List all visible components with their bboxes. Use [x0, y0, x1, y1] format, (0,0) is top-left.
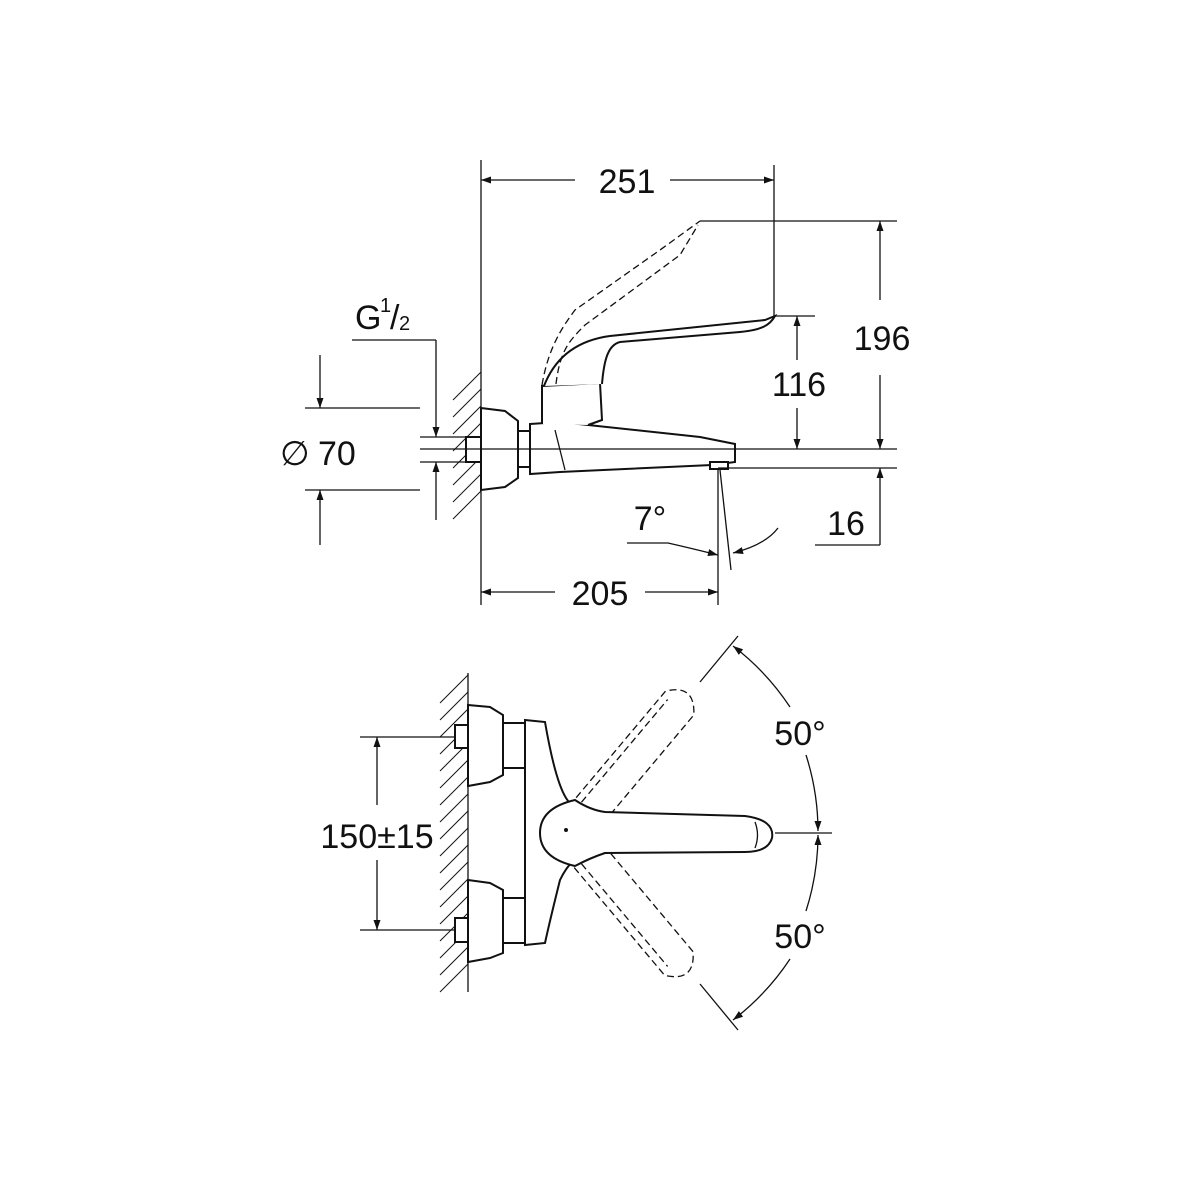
diameter-symbol: ∅: [280, 435, 310, 473]
hatch-line: [439, 895, 469, 925]
side-view: 251 196 116 16 7° 205 G 1 / 2: [280, 160, 910, 613]
dim-70: 70: [318, 435, 356, 473]
union-top: [502, 722, 526, 769]
hatch-line: [439, 861, 469, 891]
handle-lever: [538, 798, 774, 868]
hatch-line: [452, 371, 482, 401]
hatch-line: [439, 827, 469, 857]
thread-label: G 1 / 2: [355, 295, 410, 337]
hatch-line: [439, 708, 469, 738]
handle-raised-dashed-inner: [555, 224, 699, 385]
hatch-line: [439, 759, 469, 789]
angle-7: 7°: [634, 500, 667, 538]
extension-line-up: [699, 635, 739, 683]
thread-letter: G: [355, 299, 381, 337]
arc-arrow-down-outer: [732, 958, 791, 1021]
dim-16: 16: [827, 505, 865, 543]
connector-bottom: [454, 917, 469, 943]
aerator: [709, 461, 729, 470]
angle-leader-right: [732, 527, 779, 554]
hatch-line: [439, 776, 469, 806]
dim-116: 116: [772, 366, 826, 404]
hatch-line: [439, 793, 469, 823]
indicator-mark: [564, 828, 568, 832]
hatch-line: [439, 810, 469, 840]
thread-slash: /: [390, 299, 400, 337]
hatch-line: [439, 674, 469, 704]
thread-numerator: 1: [380, 295, 391, 317]
hatch-line: [439, 691, 469, 721]
hatch-line: [452, 473, 482, 503]
arc-arrow-down-inner: [805, 834, 822, 912]
water-jet-line: [719, 469, 732, 571]
angle-leader-left: [627, 542, 719, 556]
handle-dashed-down: [567, 836, 694, 978]
escutcheon-bottom: [467, 878, 504, 964]
connector-top: [454, 724, 469, 749]
angle-50-down: 50°: [774, 918, 825, 956]
lever-tip-edge: [754, 821, 759, 849]
wall-hatching: [439, 674, 469, 993]
spout: [529, 420, 736, 476]
escutcheon-top: [467, 703, 504, 788]
handle-dashed-up: [568, 689, 695, 831]
extension-line-down: [699, 983, 739, 1031]
union-bottom: [502, 897, 526, 944]
arc-arrow-up-outer: [732, 645, 791, 708]
dim-196: 196: [854, 320, 911, 358]
angle-50-up: 50°: [774, 715, 825, 753]
arc-arrow-up-inner: [805, 754, 822, 832]
handle-lever: [543, 314, 778, 387]
dim-150: 150±15: [320, 818, 433, 856]
handle-raised-dashed: [541, 220, 701, 386]
hatch-line: [452, 490, 482, 520]
thread-denominator: 2: [399, 313, 410, 335]
hatch-line: [439, 878, 469, 908]
dim-251: 251: [599, 163, 656, 201]
cartridge: [541, 381, 604, 426]
dim-205: 205: [572, 575, 629, 613]
spout-edge: [554, 429, 566, 471]
hatch-line: [439, 963, 469, 993]
top-view: 150±15 50° 50°: [320, 635, 832, 1031]
hatch-line: [439, 844, 469, 874]
hatch-line: [452, 388, 482, 418]
hatch-line: [439, 946, 469, 976]
hatch-line: [452, 405, 482, 435]
